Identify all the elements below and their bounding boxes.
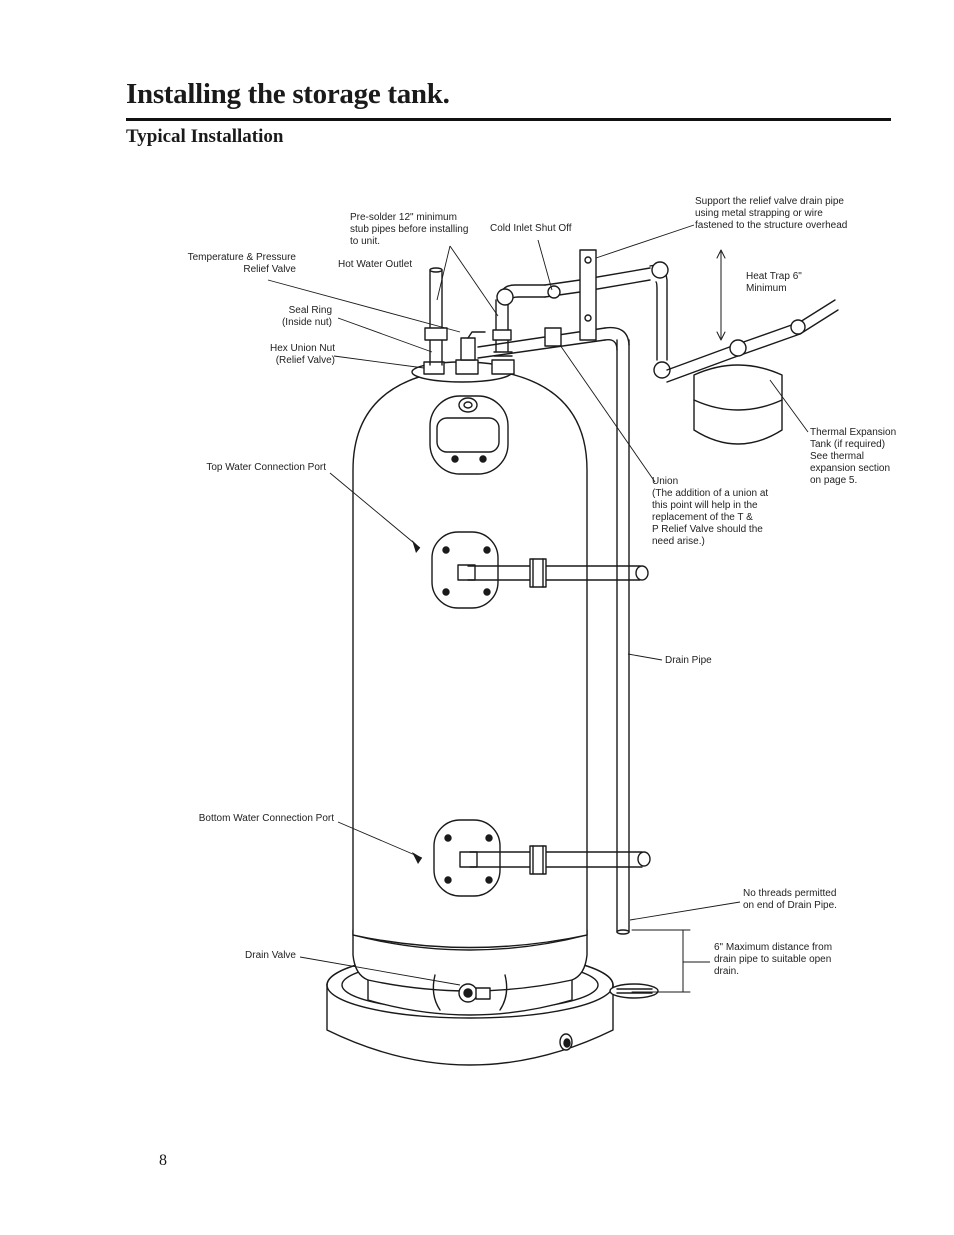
label-cold-inlet: Cold Inlet Shut Off xyxy=(490,223,572,234)
wall-bracket xyxy=(579,249,597,341)
leader-thermal xyxy=(769,379,809,433)
leader-presolder-2 xyxy=(449,245,499,317)
leader-bottom-port xyxy=(337,821,423,859)
section-subtitle: Typical Installation xyxy=(126,126,284,147)
expansion-tank xyxy=(693,299,839,445)
label-temp-pressure-valve: Temperature & Pressure Relief Valve xyxy=(187,252,296,275)
drain-valve xyxy=(458,983,491,1003)
label-heat-trap: Heat Trap 6" Minimum xyxy=(746,271,802,294)
floor-drain xyxy=(609,983,659,999)
leader-cold-inlet xyxy=(537,239,553,291)
label-max-distance: 6" Maximum distance from drain pipe to s… xyxy=(714,942,833,977)
label-union: Union (The addition of a union at this p… xyxy=(652,476,769,547)
leader-union xyxy=(559,344,656,483)
page-number: 8 xyxy=(159,1152,167,1169)
inspection-plate xyxy=(429,395,509,475)
cold-inlet-piping xyxy=(496,261,736,383)
top-fittings xyxy=(423,267,515,375)
label-thermal-expansion: Thermal Expansion Tank (if required) See… xyxy=(810,427,897,486)
drain-pipe xyxy=(616,339,630,935)
title-rule xyxy=(126,118,891,121)
leader-temp-valve xyxy=(267,279,461,333)
leader-seal-ring xyxy=(337,317,433,353)
leader-top-port xyxy=(329,472,421,549)
drain-distance-dimension xyxy=(631,929,691,993)
relief-drain-run xyxy=(477,326,630,359)
bottom-port-flange xyxy=(433,819,651,897)
label-hex-union: Hex Union Nut (Relief Valve) xyxy=(269,343,335,366)
leader-support xyxy=(595,224,695,259)
label-presolder: Pre-solder 12" minimum stub pipes before… xyxy=(350,212,469,247)
label-top-port: Top Water Connection Port xyxy=(206,462,326,473)
leader-hex-union xyxy=(333,355,425,369)
label-bottom-port: Bottom Water Connection Port xyxy=(198,813,334,824)
leader-drain-pipe xyxy=(627,653,663,661)
leader-no-threads xyxy=(629,901,741,921)
label-support-relief: Support the relief valve drain pipe usin… xyxy=(695,196,848,231)
label-no-threads: No threads permitted on end of Drain Pip… xyxy=(743,888,837,911)
tank-base xyxy=(352,929,588,1016)
label-hot-water-outlet: Hot Water Outlet xyxy=(338,259,413,270)
label-drain-pipe: Drain Pipe xyxy=(665,655,712,666)
label-seal-ring: Seal Ring (Inside nut) xyxy=(281,305,332,328)
leader-presolder-1 xyxy=(436,245,451,301)
leader-drain-valve xyxy=(299,956,461,986)
label-drain-valve: Drain Valve xyxy=(245,950,296,961)
page-title: Installing the storage tank. xyxy=(126,78,450,110)
top-port-flange xyxy=(431,531,649,609)
heat-trap-dimension xyxy=(716,249,726,341)
